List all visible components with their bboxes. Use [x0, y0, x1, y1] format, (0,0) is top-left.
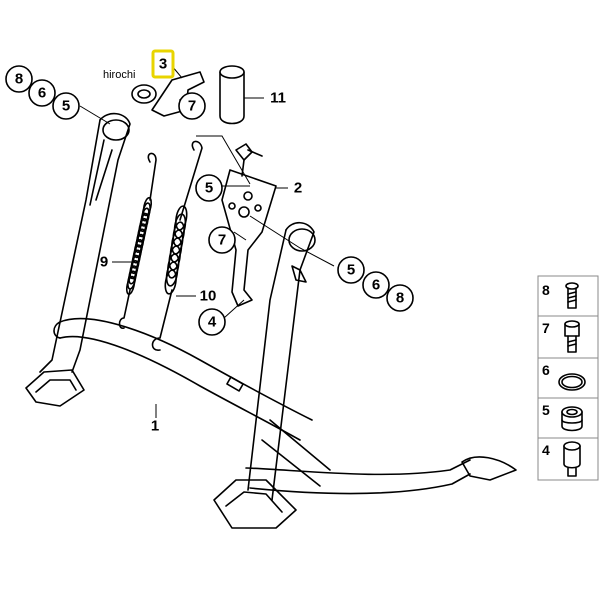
legend-row-6: 6 — [537, 357, 599, 399]
svg-text:4: 4 — [208, 314, 217, 331]
label-part-9: 9 — [100, 254, 108, 271]
callout-8-top-left: 8 — [5, 65, 33, 93]
svg-text:5: 5 — [542, 402, 550, 418]
bushing-icon — [561, 406, 583, 432]
callout-7-mid: 7 — [208, 226, 236, 254]
svg-text:4: 4 — [542, 442, 550, 458]
sleeve-11-drawing — [219, 65, 245, 125]
callout-5-top-left: 5 — [52, 92, 80, 120]
label-part-1: 1 — [151, 418, 159, 435]
callout-7-top: 7 — [178, 92, 206, 120]
spring-coil-turn — [165, 261, 179, 287]
stud-icon — [564, 320, 580, 353]
legend-row-5: 5 — [537, 397, 599, 439]
svg-text:5: 5 — [347, 262, 355, 279]
svg-text:6: 6 — [38, 85, 46, 102]
svg-text:3: 3 — [159, 56, 167, 73]
spring-coil-turn — [167, 253, 180, 279]
svg-text:7: 7 — [542, 320, 550, 336]
legend-row-7: 7 — [537, 315, 599, 359]
svg-text:6: 6 — [372, 277, 380, 294]
spring-coil-turn — [125, 275, 136, 296]
legend-row-8: 8 — [537, 275, 599, 317]
o-ring-icon — [558, 373, 586, 391]
spacer-icon — [563, 441, 581, 477]
watermark-text: hirochi — [103, 69, 135, 81]
callout-6-top-left: 6 — [28, 79, 56, 107]
svg-text:8: 8 — [542, 282, 550, 298]
bolt-icon — [565, 282, 579, 309]
spring-9-drawing — [118, 152, 157, 329]
callout-4-mid: 4 — [198, 308, 226, 336]
svg-text:8: 8 — [15, 71, 23, 88]
svg-text:5: 5 — [205, 180, 213, 197]
callout-8-right: 8 — [386, 284, 414, 312]
svg-text:5: 5 — [62, 98, 70, 115]
center-stand-drawing — [25, 112, 517, 529]
spring-10-drawing — [151, 140, 203, 351]
callout-6-right: 6 — [362, 271, 390, 299]
callout-5-right: 5 — [337, 256, 365, 284]
label-part-10: 10 — [200, 288, 217, 305]
spring-coil-turn — [164, 269, 177, 295]
highlighted-part-3-label[interactable]: 3 — [151, 49, 175, 79]
bracket-2-drawing — [221, 143, 277, 307]
legend-row-4: 4 — [537, 437, 599, 481]
svg-text:7: 7 — [218, 232, 226, 249]
hardware-legend: 8 7 6 — [537, 275, 599, 481]
leader-lines — [79, 65, 335, 418]
svg-text:8: 8 — [396, 290, 404, 307]
svg-text:7: 7 — [188, 98, 196, 115]
label-part-2: 2 — [294, 180, 302, 197]
svg-text:6: 6 — [542, 362, 550, 378]
label-part-11: 11 — [270, 90, 286, 107]
callout-5-mid: 5 — [195, 174, 223, 202]
